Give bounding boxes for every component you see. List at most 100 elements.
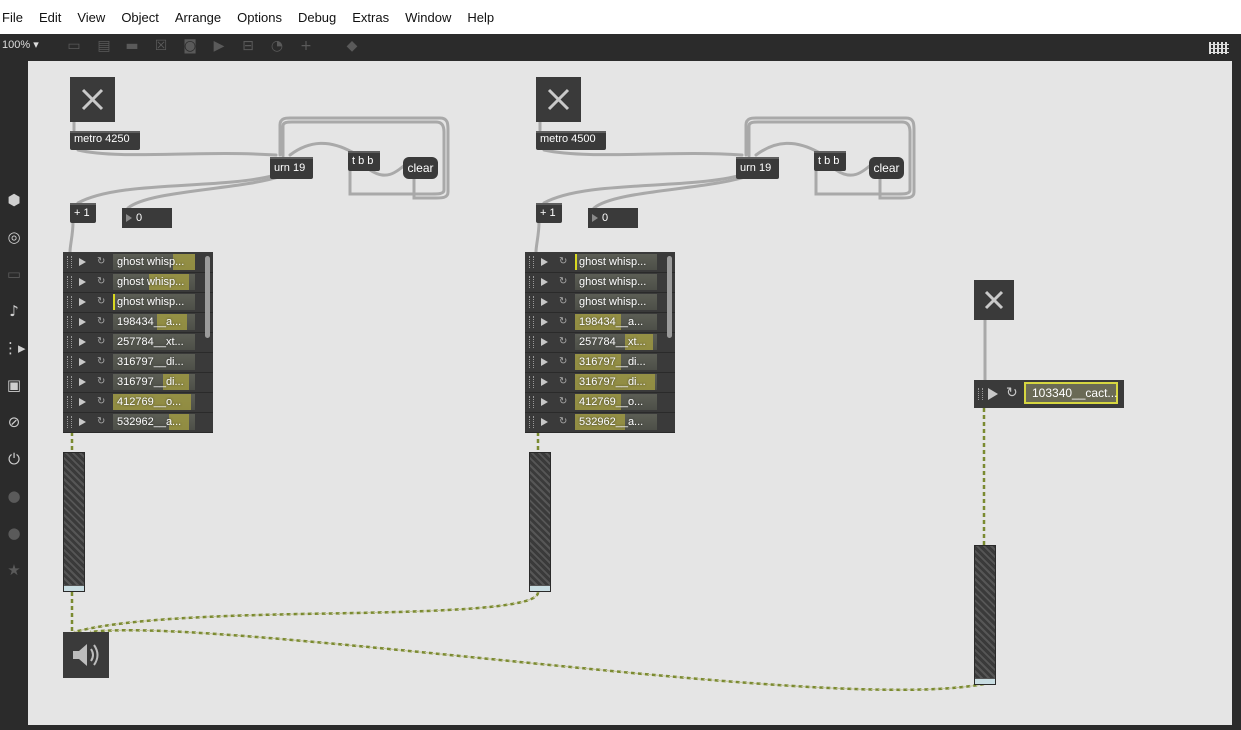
dac-object[interactable] (63, 632, 109, 678)
play-icon[interactable] (79, 418, 86, 426)
play-icon[interactable] (79, 318, 86, 326)
play-icon[interactable] (541, 258, 548, 266)
list-item[interactable]: ↻316797__di... (525, 352, 675, 373)
list-item[interactable]: ↻316797__di... (63, 352, 213, 373)
loop-icon[interactable]: ↻ (559, 276, 568, 287)
loop-icon[interactable]: ↻ (559, 256, 568, 267)
play-icon[interactable] (79, 378, 86, 386)
star-icon[interactable]: ★ (7, 561, 21, 579)
paperclip-icon[interactable]: ⊘ (7, 413, 21, 431)
loop-icon[interactable]: ↻ (559, 336, 568, 347)
plus-object[interactable]: + 1 (70, 203, 96, 223)
number-box[interactable]: 0 (588, 208, 638, 228)
loop-icon[interactable]: ↻ (97, 256, 106, 267)
film-icon[interactable]: ▭ (6, 265, 22, 283)
gain-slider-left[interactable] (63, 452, 85, 592)
loop-icon[interactable]: ↻ (97, 376, 106, 387)
playlist-left[interactable]: ↻ghost whisp... ↻ghost whisp... ↻ghost w… (63, 252, 213, 433)
play-icon[interactable] (79, 338, 86, 346)
list-item[interactable]: ↻ghost whisp... (525, 272, 675, 293)
loop-icon[interactable]: ↻ (559, 356, 568, 367)
toggle-right[interactable] (536, 77, 581, 122)
loop-icon[interactable]: ↻ (97, 396, 106, 407)
urn-object[interactable]: urn 19 (270, 157, 313, 179)
gain-slider-right[interactable] (529, 452, 551, 592)
loop-icon[interactable]: ↻ (559, 296, 568, 307)
menu-edit[interactable]: Edit (38, 10, 62, 25)
list-item[interactable]: ↻ghost whisp... (63, 292, 213, 313)
metro-object[interactable]: metro 4500 (536, 131, 606, 150)
gain-slider-third[interactable] (974, 545, 996, 685)
urn-object[interactable]: urn 19 (736, 157, 779, 179)
scrollbar[interactable] (205, 256, 210, 338)
list-item[interactable]: ↻412769__o... (525, 392, 675, 413)
loop-icon[interactable]: ↻ (559, 316, 568, 327)
media-tool-icon[interactable]: ▶ (213, 38, 225, 54)
loop-icon[interactable]: ↻ (97, 316, 106, 327)
toggle-third[interactable] (974, 280, 1014, 320)
slider-tool-icon[interactable]: ⊟ (242, 38, 254, 54)
play-icon[interactable] (79, 278, 86, 286)
sequence-icon[interactable]: ⋮▸ (3, 339, 26, 357)
list-item[interactable]: ↻412769__o... (63, 392, 213, 413)
list-item[interactable]: ↻ghost whisp... (525, 252, 675, 273)
play-icon[interactable] (541, 278, 548, 286)
zoom-control[interactable]: 100% ▾ (2, 38, 39, 51)
comment-icon[interactable]: ▬ (125, 38, 139, 54)
package-icon[interactable]: ⬢ (7, 191, 21, 209)
bandcamp-icon[interactable]: ● (7, 524, 21, 542)
trigger-object[interactable]: t b b (348, 151, 380, 171)
loop-icon[interactable]: ↻ (1006, 385, 1018, 401)
menu-file[interactable]: File (2, 10, 23, 25)
music-note-icon[interactable]: ♪ (9, 302, 19, 320)
scrollbar[interactable] (667, 256, 672, 338)
list-item[interactable]: ↻316797__di... (525, 372, 675, 393)
playlist-right[interactable]: ↻ghost whisp... ↻ghost whisp... ↻ghost w… (525, 252, 675, 433)
number-box[interactable]: 0 (122, 208, 172, 228)
plugin-icon[interactable]: ⏻ (8, 450, 20, 468)
loop-icon[interactable]: ↻ (97, 336, 106, 347)
toggle-tool-icon[interactable]: ☒ (154, 38, 168, 54)
play-icon[interactable] (79, 398, 86, 406)
loop-icon[interactable]: ↻ (97, 276, 106, 287)
menu-help[interactable]: Help (467, 10, 495, 25)
gain-knob[interactable] (530, 585, 550, 591)
loop-icon[interactable]: ↻ (559, 376, 568, 387)
target-icon[interactable]: ◎ (7, 228, 21, 246)
plus-object[interactable]: + 1 (536, 203, 562, 223)
new-message-icon[interactable]: ▤ (97, 38, 111, 54)
list-item[interactable]: ↻532962__a... (525, 412, 675, 433)
add-icon[interactable]: + (300, 38, 312, 54)
menu-view[interactable]: View (77, 10, 106, 25)
list-item[interactable]: ↻198434__a... (525, 312, 675, 333)
play-icon[interactable] (541, 378, 548, 386)
clear-message[interactable]: clear (403, 157, 438, 179)
list-item[interactable]: ↻ghost whisp... (63, 252, 213, 273)
clear-message[interactable]: clear (869, 157, 904, 179)
list-item[interactable]: ↻257784__xt... (525, 332, 675, 353)
vimeo-icon[interactable]: ● (7, 487, 21, 505)
play-icon[interactable] (541, 418, 548, 426)
grid-icon[interactable] (1208, 38, 1230, 56)
play-icon[interactable] (79, 258, 86, 266)
play-icon[interactable] (541, 338, 548, 346)
gain-knob[interactable] (975, 678, 995, 684)
list-item[interactable]: ↻316797__di... (63, 372, 213, 393)
play-icon[interactable] (541, 398, 548, 406)
loop-icon[interactable]: ↻ (559, 396, 568, 407)
menu-object[interactable]: Object (121, 10, 159, 25)
menu-arrange[interactable]: Arrange (174, 10, 222, 25)
list-item[interactable]: ↻532962__a... (63, 412, 213, 433)
play-icon[interactable] (541, 318, 548, 326)
new-object-icon[interactable]: ▭ (67, 38, 81, 54)
play-icon[interactable] (541, 298, 548, 306)
menu-extras[interactable]: Extras (352, 10, 390, 25)
loop-icon[interactable]: ↻ (97, 356, 106, 367)
loop-icon[interactable]: ↻ (97, 296, 106, 307)
metro-object[interactable]: metro 4250 (70, 131, 140, 150)
button-tool-icon[interactable]: ◙ (183, 38, 197, 54)
play-icon[interactable] (79, 358, 86, 366)
trigger-object[interactable]: t b b (814, 151, 846, 171)
clip-box[interactable]: 103340__cact... (1024, 382, 1118, 404)
list-item[interactable]: ↻257784__xt... (63, 332, 213, 353)
